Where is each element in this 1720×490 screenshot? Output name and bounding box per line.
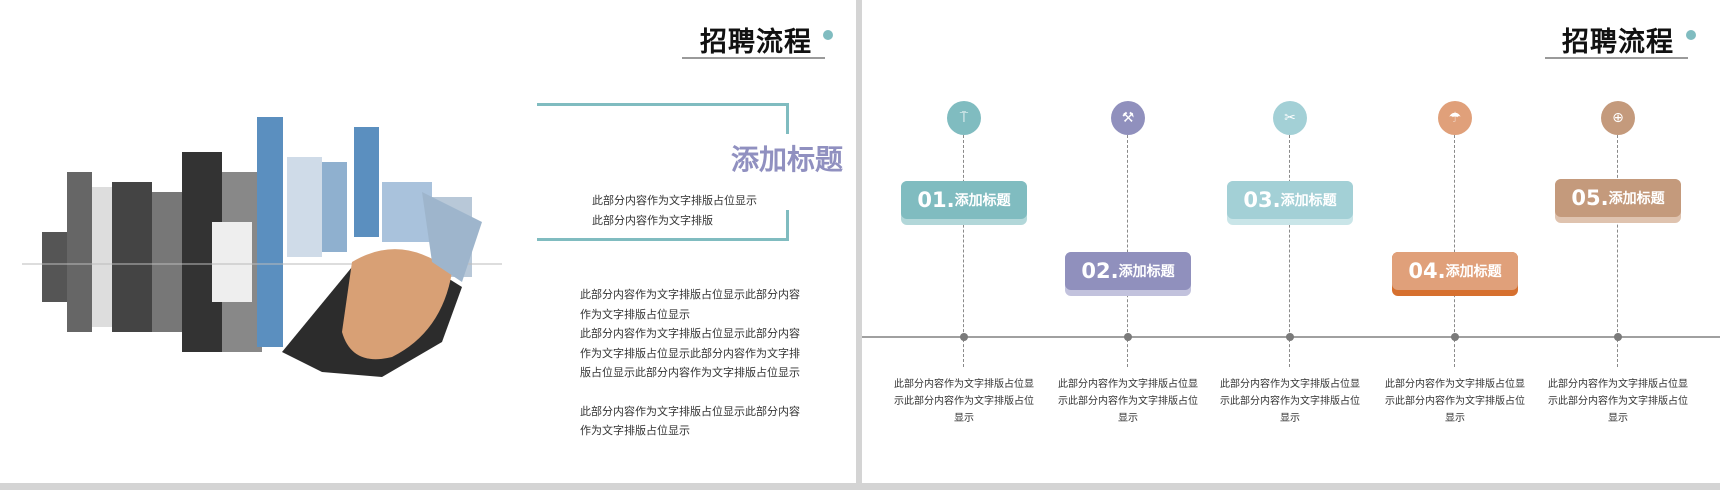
step-number: 03. bbox=[1243, 188, 1281, 212]
body-text: 此部分内容作为文字排版占位显示此部分内容 作为文字排版占位显示 此部分内容作为文… bbox=[580, 285, 800, 441]
step-number: 04. bbox=[1408, 259, 1446, 283]
step-caption: 此部分内容作为文字排版占位显 示此部分内容作为文字排版占位 显示 bbox=[1385, 379, 1525, 424]
step-label: 添加标题 bbox=[1445, 264, 1502, 280]
timeline-dot bbox=[1451, 333, 1459, 341]
body-line: 作为文字排版占位显示 bbox=[580, 307, 690, 321]
timeline-dot bbox=[1614, 333, 1622, 341]
title-dot bbox=[1686, 30, 1696, 40]
step-number: 02. bbox=[1081, 259, 1119, 283]
bracket-text-2: 此部分内容作为文字排版 bbox=[592, 214, 713, 227]
body-line: 此部分内容作为文字排版占位显示此部分内容 bbox=[580, 327, 800, 340]
wrench-screwdriver-icon: ✂ bbox=[1273, 101, 1307, 135]
body-line: 作为文字排版占位显示此部分内容作为文字排 bbox=[580, 346, 800, 360]
timeline-dot bbox=[960, 333, 968, 341]
body-line: 作为文字排版占位显示 bbox=[580, 424, 690, 437]
step-caption: 此部分内容作为文字排版占位显 示此部分内容作为文字排版占位 显示 bbox=[1220, 379, 1360, 424]
step-title-box[interactable]: 01.添加标题 bbox=[901, 181, 1027, 219]
zoom-in-icon: ⊕ bbox=[1601, 101, 1635, 135]
step-connector bbox=[1454, 135, 1455, 367]
step-connector bbox=[1617, 135, 1618, 367]
step-connector bbox=[1289, 135, 1290, 367]
bracket-right-bottom bbox=[786, 210, 789, 240]
bracket-bottom bbox=[537, 238, 789, 241]
title-dot bbox=[823, 30, 833, 40]
timeline-dot bbox=[1124, 333, 1132, 341]
step-title-box[interactable]: 02.添加标题 bbox=[1065, 252, 1191, 290]
bracket-top bbox=[537, 103, 789, 106]
timeline-dot bbox=[1286, 333, 1294, 341]
handshake-cityscape-image bbox=[22, 117, 502, 377]
pin-icon: ⍑ bbox=[947, 101, 981, 135]
umbrella-icon: ☂ bbox=[1438, 101, 1472, 135]
step-caption: 此部分内容作为文字排版占位显 示此部分内容作为文字排版占位 显示 bbox=[1058, 379, 1198, 424]
step-label: 添加标题 bbox=[1280, 193, 1337, 209]
step-label: 添加标题 bbox=[1118, 264, 1175, 280]
tools-icon: ⚒ bbox=[1111, 101, 1145, 135]
step-connector bbox=[1127, 135, 1128, 367]
bracket-right-top bbox=[786, 103, 789, 134]
title-underline bbox=[682, 57, 825, 59]
bracket-text-1: 此部分内容作为文字排版占位显示 bbox=[592, 194, 757, 207]
body-line: 此部分内容作为文字排版占位显示此部分内容 bbox=[580, 288, 800, 301]
body-line: 版占位显示此部分内容作为文字排版占位显示 bbox=[580, 366, 800, 379]
step-caption: 此部分内容作为文字排版占位显 示此部分内容作为文字排版占位 显示 bbox=[894, 379, 1034, 424]
title-underline bbox=[1545, 57, 1688, 59]
step-title-box[interactable]: 05.添加标题 bbox=[1555, 179, 1681, 217]
step-caption: 此部分内容作为文字排版占位显 示此部分内容作为文字排版占位 显示 bbox=[1548, 379, 1688, 424]
step-number: 01. bbox=[917, 188, 955, 212]
step-label: 添加标题 bbox=[1608, 191, 1665, 207]
step-title-box[interactable]: 03.添加标题 bbox=[1227, 181, 1353, 219]
step-number: 05. bbox=[1571, 186, 1609, 210]
step-label: 添加标题 bbox=[954, 193, 1011, 209]
slide-title: 招聘流程 bbox=[1562, 27, 1674, 58]
slide-recruitment-intro: 招聘流程 添加标题 此部分内容作为文字排版占位显示 此部分内容作为文字排版 此部… bbox=[0, 0, 856, 483]
body-line: 此部分内容作为文字排版占位显示此部分内容 bbox=[580, 404, 800, 418]
slide-title: 招聘流程 bbox=[700, 27, 812, 58]
section-heading: 添加标题 bbox=[731, 143, 844, 176]
step-connector bbox=[963, 135, 964, 367]
slide-recruitment-process: 招聘流程 ⍑ 01.添加标题 此部分内容作为文字排版占位显 示此部分内容作为文字… bbox=[862, 0, 1720, 483]
step-title-box[interactable]: 04.添加标题 bbox=[1392, 252, 1518, 290]
